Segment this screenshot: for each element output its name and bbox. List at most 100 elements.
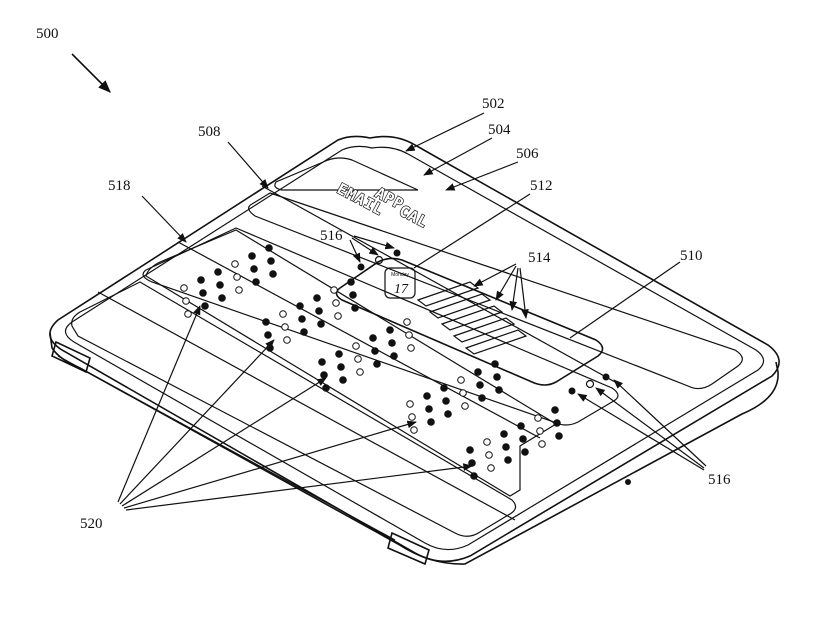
tactile-dot [216, 281, 224, 289]
panel-third [142, 227, 619, 426]
tactile-dot [317, 320, 325, 328]
tactile-dot [406, 400, 414, 408]
tactile-dot [538, 440, 546, 448]
tactile-dot [265, 244, 273, 252]
tactile-dot [517, 422, 525, 430]
segment-fold-508 [261, 185, 616, 383]
leader-506 [445, 161, 519, 191]
ref-512: 512 [530, 178, 553, 194]
tactile-dot [478, 394, 486, 402]
tactile-dot [468, 459, 476, 467]
tactile-dot [461, 402, 469, 410]
leader-516-bottom-b [595, 387, 705, 469]
leader-520-c [121, 377, 327, 507]
label-cal: CAL [396, 202, 431, 232]
tactile-dot [476, 381, 484, 389]
tactile-dot [266, 344, 274, 352]
tablet-device: Monday 17 EMAIL APP CAL [49, 135, 780, 566]
leader-518 [141, 195, 187, 243]
tactile-dot [315, 307, 323, 315]
tactile-dot [408, 413, 416, 421]
ref-508: 508 [198, 124, 221, 140]
tactile-dot-groups [180, 244, 563, 480]
tactile-dot [483, 438, 491, 446]
leader-502 [405, 112, 485, 152]
tactile-dot [300, 328, 308, 336]
tactile-dot [180, 284, 188, 292]
tactile-dot [555, 432, 563, 440]
tactile-dot [269, 270, 277, 278]
tactile-dot [519, 435, 527, 443]
annotations: 500 502 504 506 508 518 512 516 514 510 … [36, 26, 731, 532]
tactile-dot [495, 386, 503, 394]
side-button [625, 479, 631, 485]
leader-512 [413, 193, 531, 269]
tactile-dot [231, 260, 239, 268]
ref-516-top: 516 [320, 228, 343, 244]
tactile-dot [536, 427, 544, 435]
tactile-dot [296, 302, 304, 310]
tactile-dot [491, 360, 499, 368]
tactile-dot [347, 278, 355, 286]
leader-510 [569, 261, 681, 339]
tactile-dot [335, 350, 343, 358]
tactile-dot [332, 299, 340, 307]
tactile-dot [214, 268, 222, 276]
segment-fold-518 [177, 241, 541, 439]
panel-top [274, 157, 419, 191]
leader-516-bottom-a [577, 393, 705, 471]
leader-520-e [125, 463, 473, 511]
ref-500: 500 [36, 26, 59, 42]
ref-516-bottom: 516 [708, 472, 731, 488]
tactile-dot [410, 426, 418, 434]
leader-520-d [123, 420, 417, 509]
tactile-dot [474, 368, 482, 376]
tactile-dot [457, 376, 465, 384]
tactile-dot [320, 371, 328, 379]
panel-second [248, 192, 743, 390]
status-dots-bottom [568, 373, 610, 395]
leader-520-b [119, 339, 275, 505]
tactile-dot [283, 336, 291, 344]
tactile-dot [250, 265, 258, 273]
tactile-dot [233, 273, 241, 281]
tactile-dot [371, 347, 379, 355]
tactile-dot [442, 397, 450, 405]
panel-keys [145, 229, 558, 497]
panel-bottom [71, 281, 517, 537]
tactile-dot [298, 315, 306, 323]
ref-520: 520 [80, 516, 103, 532]
leader-508 [227, 141, 269, 189]
leader-514-a [473, 263, 517, 287]
tactile-dot [390, 352, 398, 360]
tactile-dot [500, 430, 508, 438]
tactile-dot [313, 294, 321, 302]
tactile-dot [197, 276, 205, 284]
tactile-dot [339, 376, 347, 384]
tactile-dot [423, 392, 431, 400]
tactile-dot [182, 297, 190, 305]
ref-506: 506 [516, 146, 539, 162]
leader-514-b [495, 265, 517, 301]
tactile-dot [487, 464, 495, 472]
tactile-dot [262, 318, 270, 326]
tactile-dot [334, 312, 342, 320]
tactile-dot [248, 252, 256, 260]
tactile-dot [369, 334, 377, 342]
notification-bars [416, 281, 528, 355]
tactile-dot [322, 384, 330, 392]
ref-502: 502 [482, 96, 505, 112]
tactile-dot [356, 368, 364, 376]
ref-504: 504 [488, 122, 511, 138]
tactile-dot [504, 456, 512, 464]
tactile-dot [235, 286, 243, 294]
tactile-dot [218, 294, 226, 302]
tactile-dot [201, 302, 209, 310]
tactile-dot [459, 389, 467, 397]
tactile-dot [485, 451, 493, 459]
tactile-dot [470, 472, 478, 480]
tactile-dot [388, 339, 396, 347]
leader-504 [423, 137, 493, 176]
tactile-dot [440, 384, 448, 392]
